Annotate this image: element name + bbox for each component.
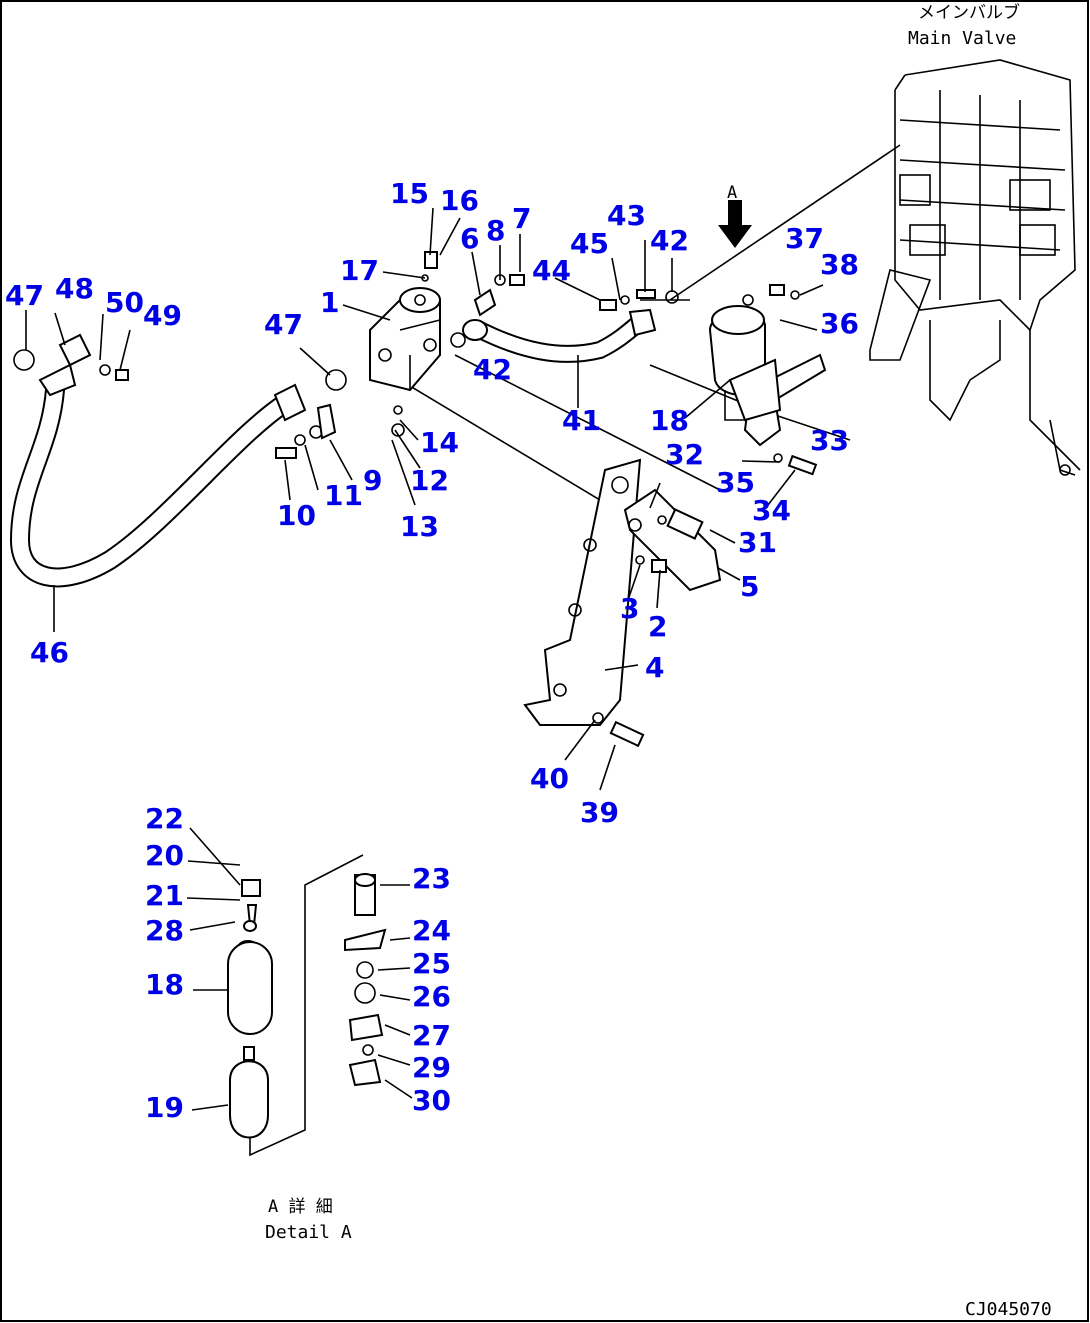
callout: 22 bbox=[145, 802, 184, 835]
callout: 16 bbox=[440, 184, 479, 217]
callout: 31 bbox=[738, 526, 777, 559]
callout: 12 bbox=[410, 464, 449, 497]
callout: 36 bbox=[820, 307, 859, 340]
callout: 9 bbox=[363, 464, 382, 497]
callout: 32 bbox=[665, 438, 704, 471]
small-parts bbox=[13, 251, 818, 748]
detail-a-jp-label: A 詳 細 bbox=[268, 1197, 333, 1217]
callout: 39 bbox=[580, 796, 619, 829]
view-arrow-a: A bbox=[718, 183, 752, 248]
callout: 4 bbox=[645, 651, 664, 684]
callout: 45 bbox=[570, 227, 609, 260]
callout: 48 bbox=[55, 272, 94, 305]
callout: 2 bbox=[648, 610, 667, 643]
valve-5 bbox=[623, 488, 722, 592]
callout: 23 bbox=[412, 862, 451, 895]
valve-block-1 bbox=[369, 287, 441, 392]
callout: 43 bbox=[607, 199, 646, 232]
callout: 41 bbox=[562, 404, 601, 437]
callout: 42 bbox=[473, 353, 512, 386]
callout: 49 bbox=[143, 299, 182, 332]
callout: 11 bbox=[324, 479, 363, 512]
callout: 34 bbox=[752, 494, 791, 527]
callout: 28 bbox=[145, 914, 184, 947]
callout: 38 bbox=[820, 248, 859, 281]
callout: 27 bbox=[412, 1019, 451, 1052]
callout: 15 bbox=[390, 177, 429, 210]
callout: 6 bbox=[460, 222, 479, 255]
detail-a-en-label: Detail A bbox=[265, 1222, 352, 1243]
bracket-4 bbox=[523, 458, 642, 726]
bracket-33 bbox=[728, 353, 827, 447]
callout: 44 bbox=[532, 254, 571, 287]
callout: 50 bbox=[105, 286, 144, 319]
main-valve-drawing: メインバルブ Main Valve bbox=[869, 2, 1081, 476]
callout: 35 bbox=[716, 466, 755, 499]
callout: 46 bbox=[30, 636, 69, 669]
leader-lines bbox=[25, 207, 824, 791]
callout: 24 bbox=[412, 914, 451, 947]
callout: 33 bbox=[810, 424, 849, 457]
callout: 13 bbox=[400, 510, 439, 543]
callout: 8 bbox=[486, 214, 505, 247]
main-valve-en-label: Main Valve bbox=[908, 28, 1016, 49]
callout: 40 bbox=[530, 762, 569, 795]
callout: 47 bbox=[264, 308, 303, 341]
callout: 20 bbox=[145, 839, 184, 872]
callout: 25 bbox=[412, 947, 451, 980]
drawing-code: CJ045070 bbox=[965, 1299, 1052, 1320]
hose-41 bbox=[462, 308, 657, 363]
callout: 19 bbox=[145, 1091, 184, 1124]
callout: 26 bbox=[412, 980, 451, 1013]
callout: 29 bbox=[412, 1051, 451, 1084]
callout: 7 bbox=[512, 202, 531, 235]
callout: 18 bbox=[145, 968, 184, 1001]
callout: 10 bbox=[277, 499, 316, 532]
callout: 5 bbox=[740, 570, 759, 603]
hose-46 bbox=[9, 363, 307, 588]
callout: 37 bbox=[785, 222, 824, 255]
callout: 14 bbox=[420, 426, 459, 459]
callout: 18 bbox=[650, 404, 689, 437]
callout: 1 bbox=[320, 286, 339, 319]
callout: 42 bbox=[650, 224, 689, 257]
detail-a-drawing: A 詳 細 Detail A bbox=[186, 827, 413, 1243]
callout-numbers: 47 48 50 49 47 1 17 15 16 6 8 7 45 43 42… bbox=[5, 177, 859, 1124]
view-arrow-letter: A bbox=[727, 183, 737, 203]
callout: 3 bbox=[620, 592, 639, 625]
callout: 17 bbox=[340, 254, 379, 287]
callout: 47 bbox=[5, 279, 44, 312]
main-valve-jp-label: メインバルブ bbox=[918, 2, 1020, 23]
callout: 30 bbox=[412, 1084, 451, 1117]
callout: 21 bbox=[145, 879, 184, 912]
